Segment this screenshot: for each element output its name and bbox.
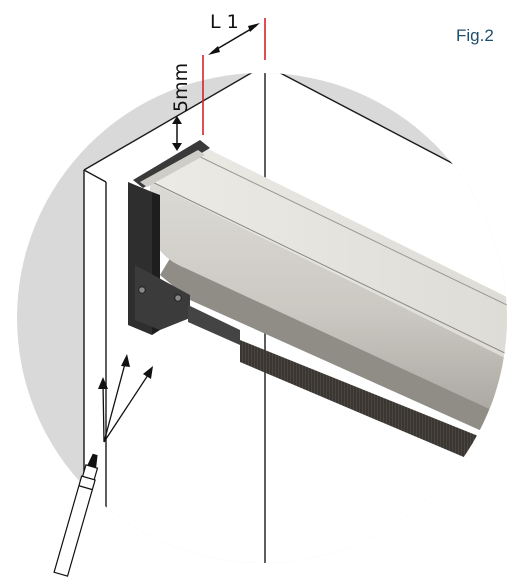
brush-strip	[240, 340, 507, 478]
marking-arrows	[98, 354, 153, 443]
figure-label: Fig.2	[456, 26, 494, 45]
door-seal-profile	[133, 140, 507, 478]
dimension-gap-label: 5mm	[170, 63, 192, 112]
reference-lines	[202, 18, 266, 135]
double-arrow-icon	[208, 23, 260, 55]
marker-pen-icon	[53, 453, 99, 577]
end-bracket	[128, 182, 240, 345]
double-arrow-icon	[172, 116, 182, 151]
dimension-length-label: L 1	[210, 11, 239, 33]
